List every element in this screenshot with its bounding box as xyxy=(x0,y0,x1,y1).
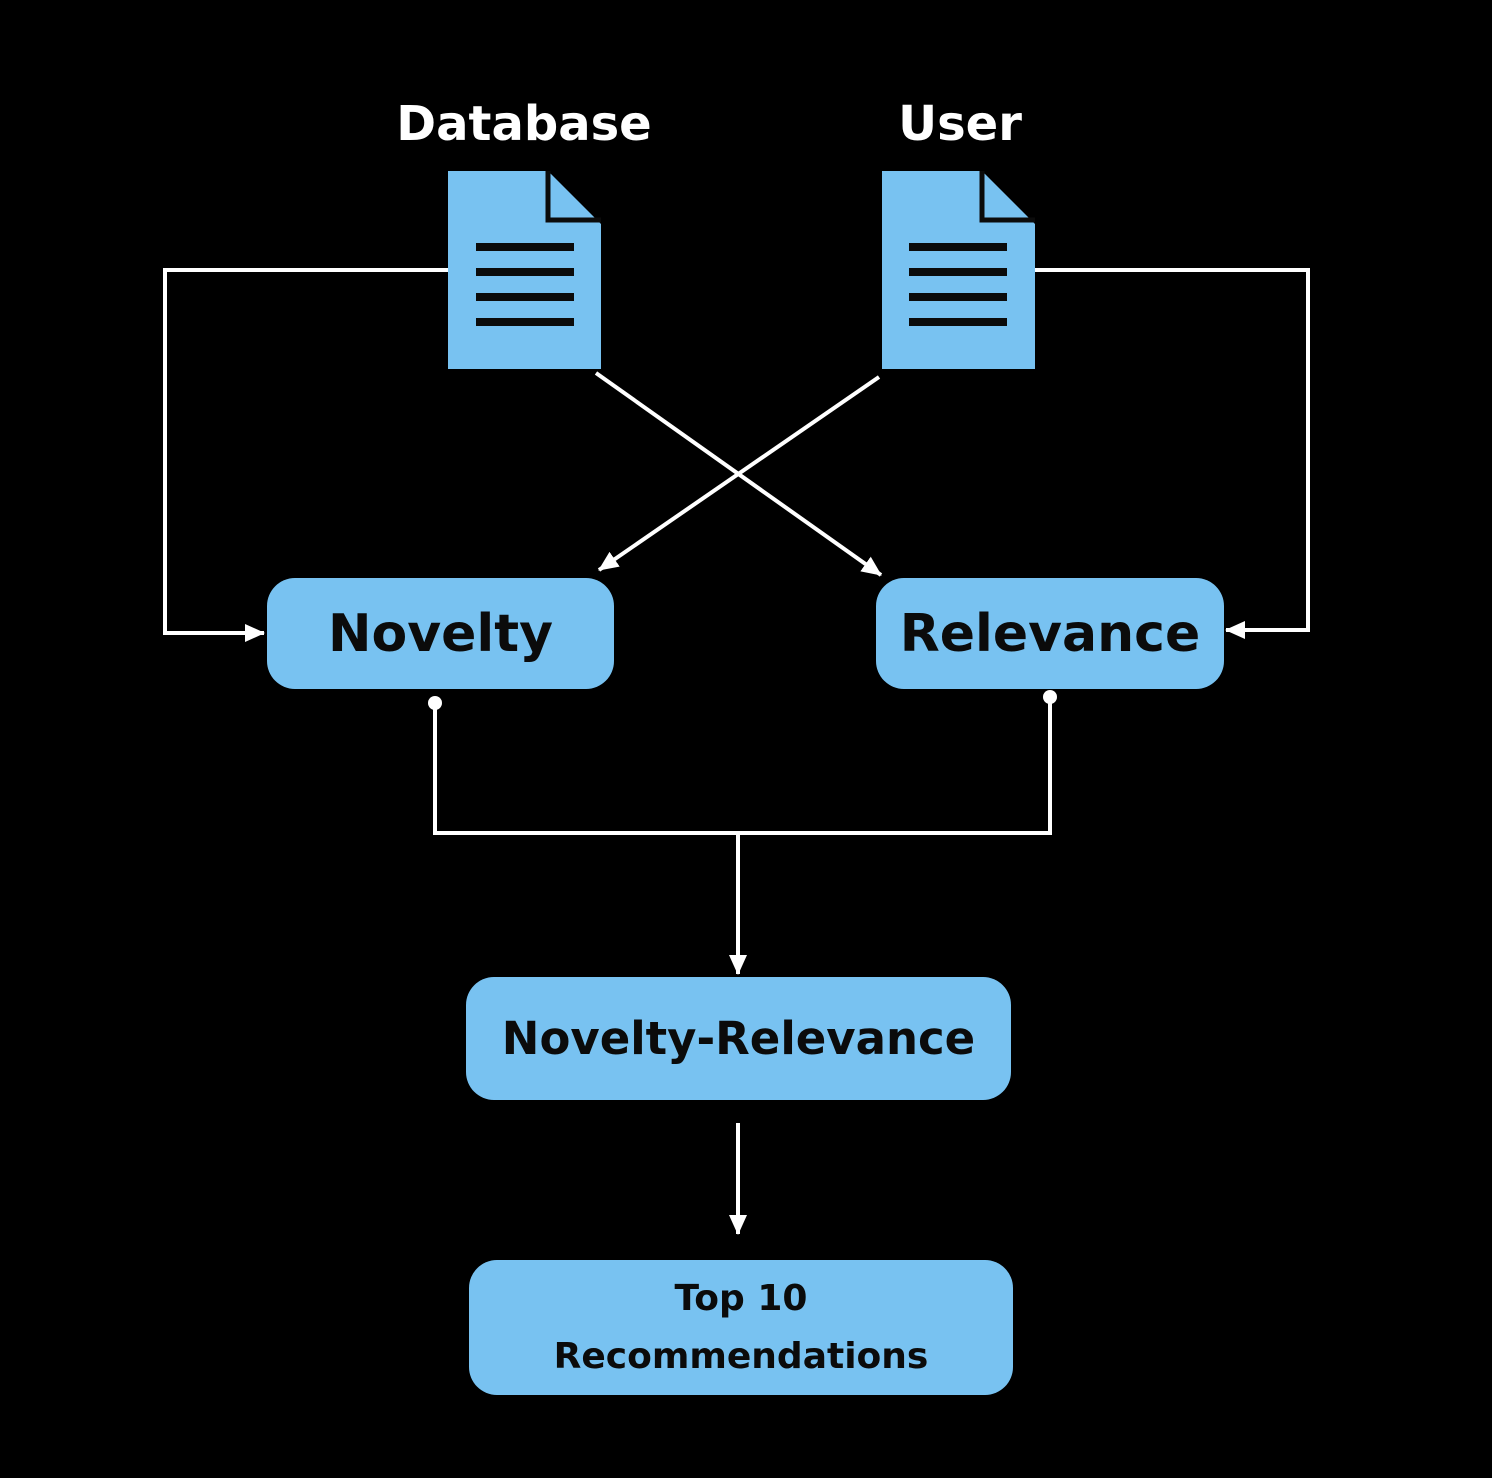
novelty-relevance-node: Novelty-Relevance xyxy=(466,977,1011,1100)
novelty-node: Novelty xyxy=(267,578,614,689)
connector-novelty-merge xyxy=(433,697,1052,835)
connector-database-to-novelty xyxy=(163,268,448,642)
connector-user-to-relevance xyxy=(1035,268,1310,639)
novelty-anchor-dot xyxy=(428,696,442,710)
relevance-label: Relevance xyxy=(899,603,1201,664)
novelty-relevance-label: Novelty-Relevance xyxy=(501,1012,976,1065)
relevance-node: Relevance xyxy=(876,578,1224,689)
user-title: User xyxy=(898,96,1022,152)
relevance-anchor-dot xyxy=(1043,690,1057,704)
user-document-icon xyxy=(882,171,1035,369)
top-recommendations-node: Top 10 Recommendations xyxy=(469,1260,1013,1395)
database-document-icon xyxy=(448,171,601,369)
novelty-label: Novelty xyxy=(328,603,553,664)
database-title: Database xyxy=(396,96,652,152)
top-recommendations-line2: Recommendations xyxy=(553,1335,929,1377)
top-recommendations-line1: Top 10 xyxy=(674,1277,808,1319)
connector-user-to-novelty xyxy=(597,375,881,572)
